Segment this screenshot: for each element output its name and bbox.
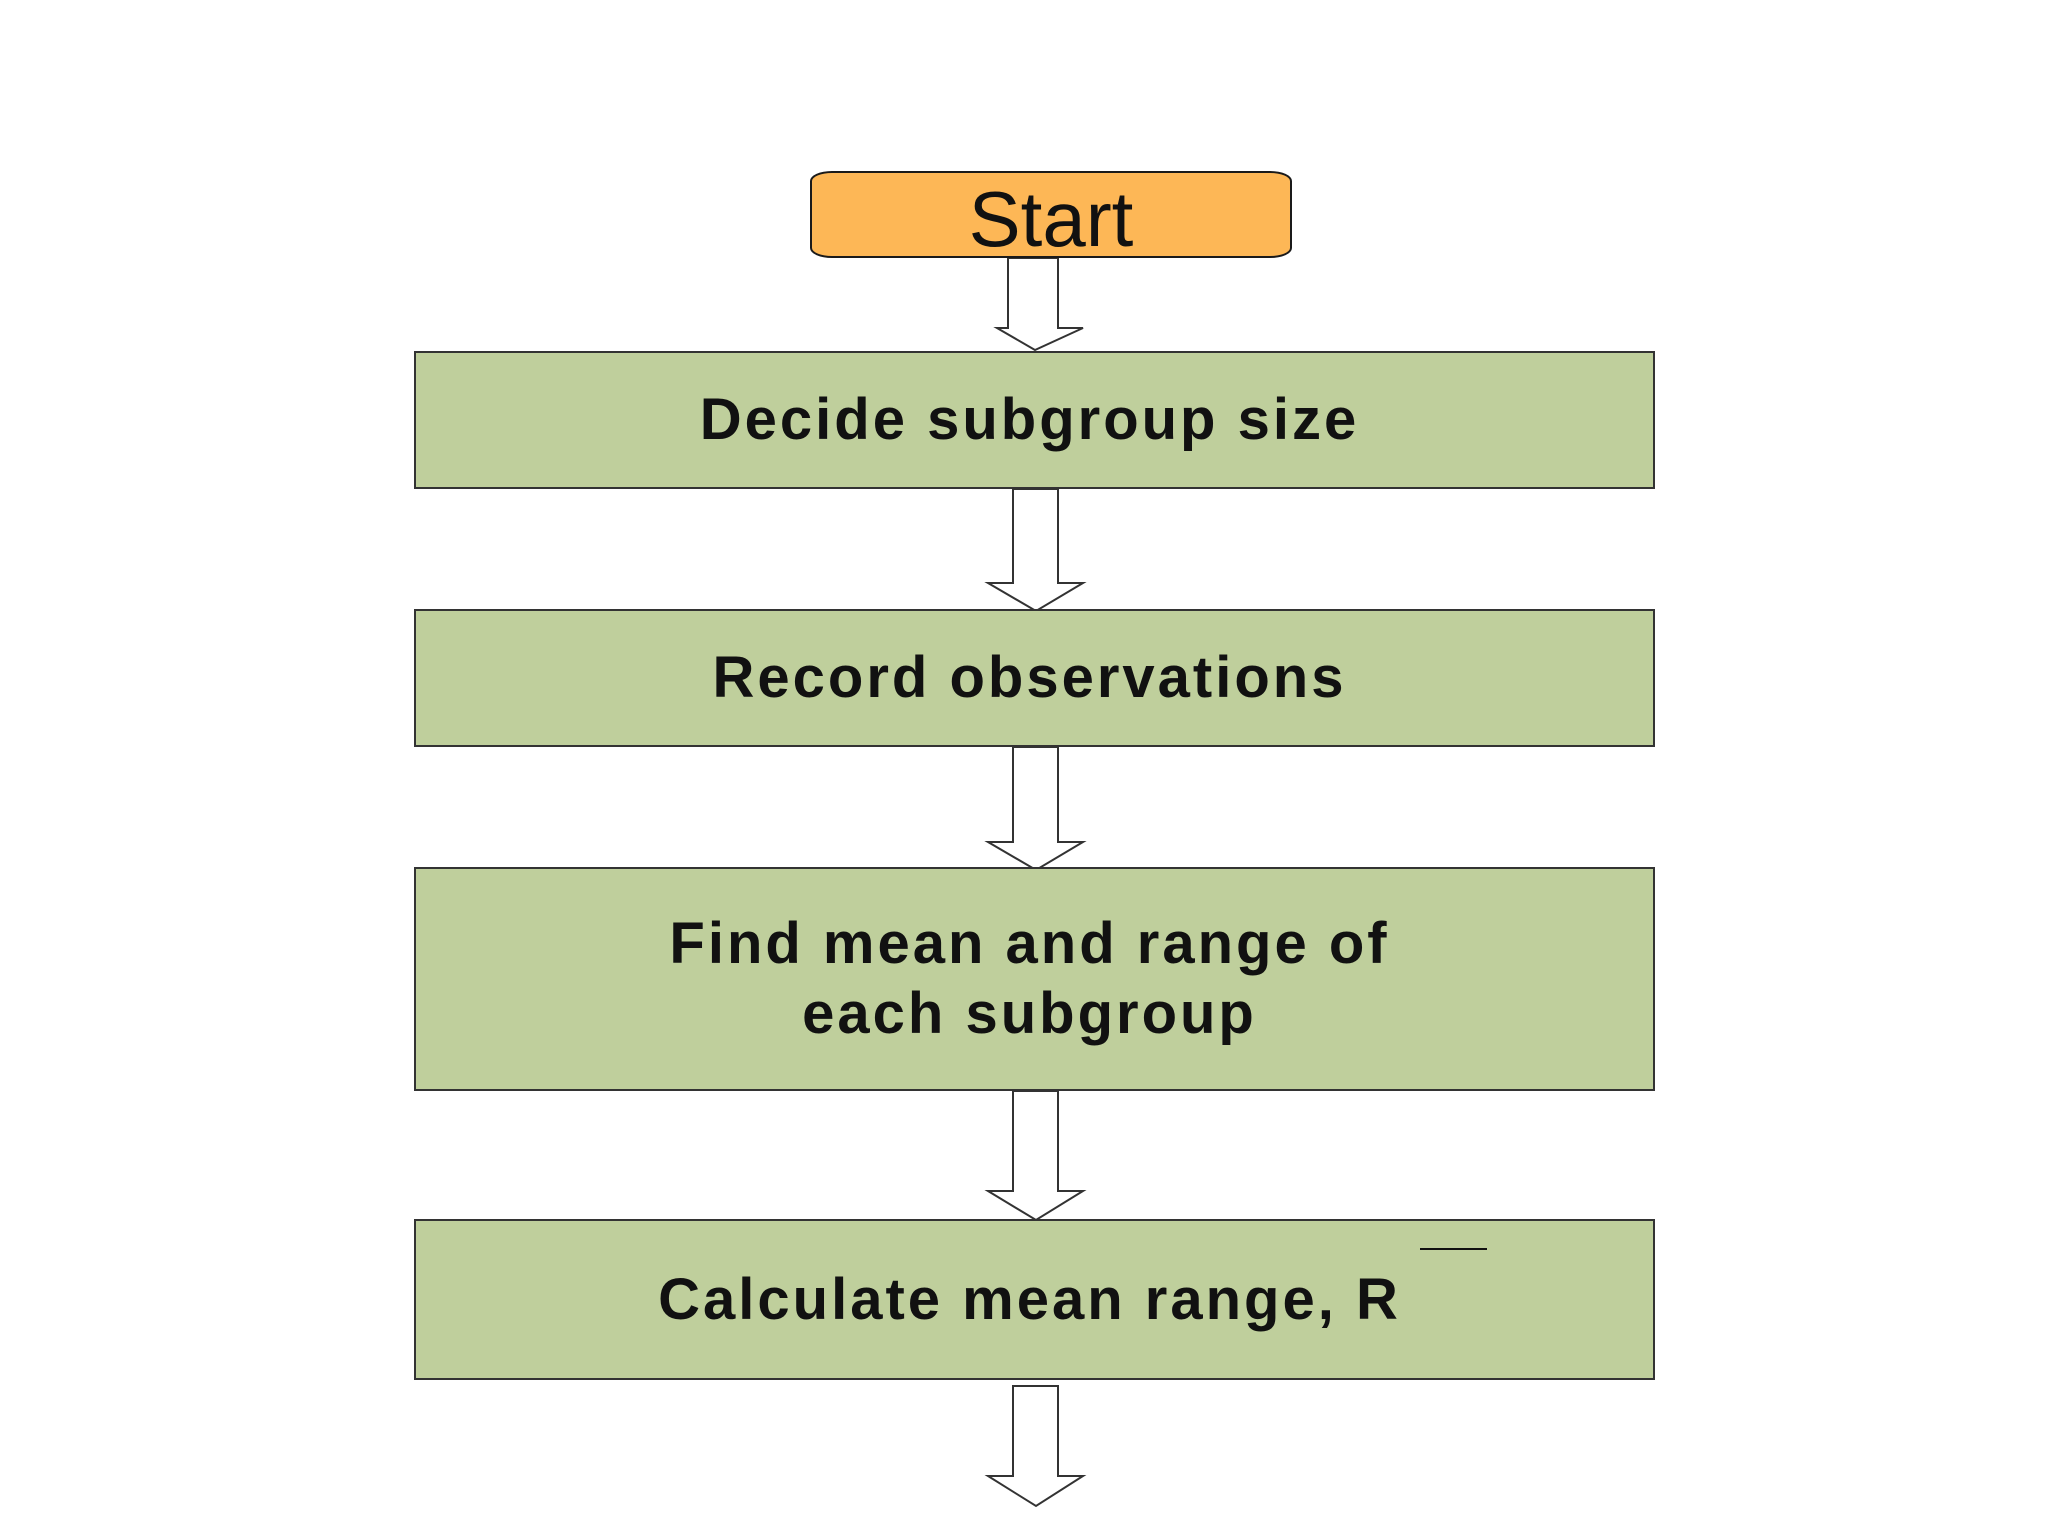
arrow-step-2-to-step-3 [984, 746, 1087, 872]
step-decide-subgroup-size: Decide subgroup size [414, 351, 1655, 489]
step-record-observations: Record observations [414, 609, 1655, 747]
arrow-step-3-to-step-4 [984, 1090, 1087, 1222]
start-terminal: Start [810, 171, 1292, 258]
start-label: Start [968, 174, 1134, 263]
step-3-label-line-2: each subgroup [802, 981, 1257, 1046]
step-calculate-mean-range: Calculate mean range, R [414, 1219, 1655, 1380]
step-3-label-line-1: Find mean and range of [669, 911, 1390, 976]
mean-overline-mark [1420, 1248, 1487, 1250]
arrow-step-4-continue [984, 1385, 1087, 1508]
step-4-label: Calculate mean range, R [658, 1266, 1401, 1332]
step-2-label: Record observations [712, 645, 1347, 710]
step-find-mean-and-range: Find mean and range of each subgroup [414, 867, 1655, 1091]
arrow-start-to-step-1 [993, 257, 1084, 352]
arrow-step-1-to-step-2 [984, 488, 1087, 613]
step-1-label: Decide subgroup size [699, 387, 1360, 452]
